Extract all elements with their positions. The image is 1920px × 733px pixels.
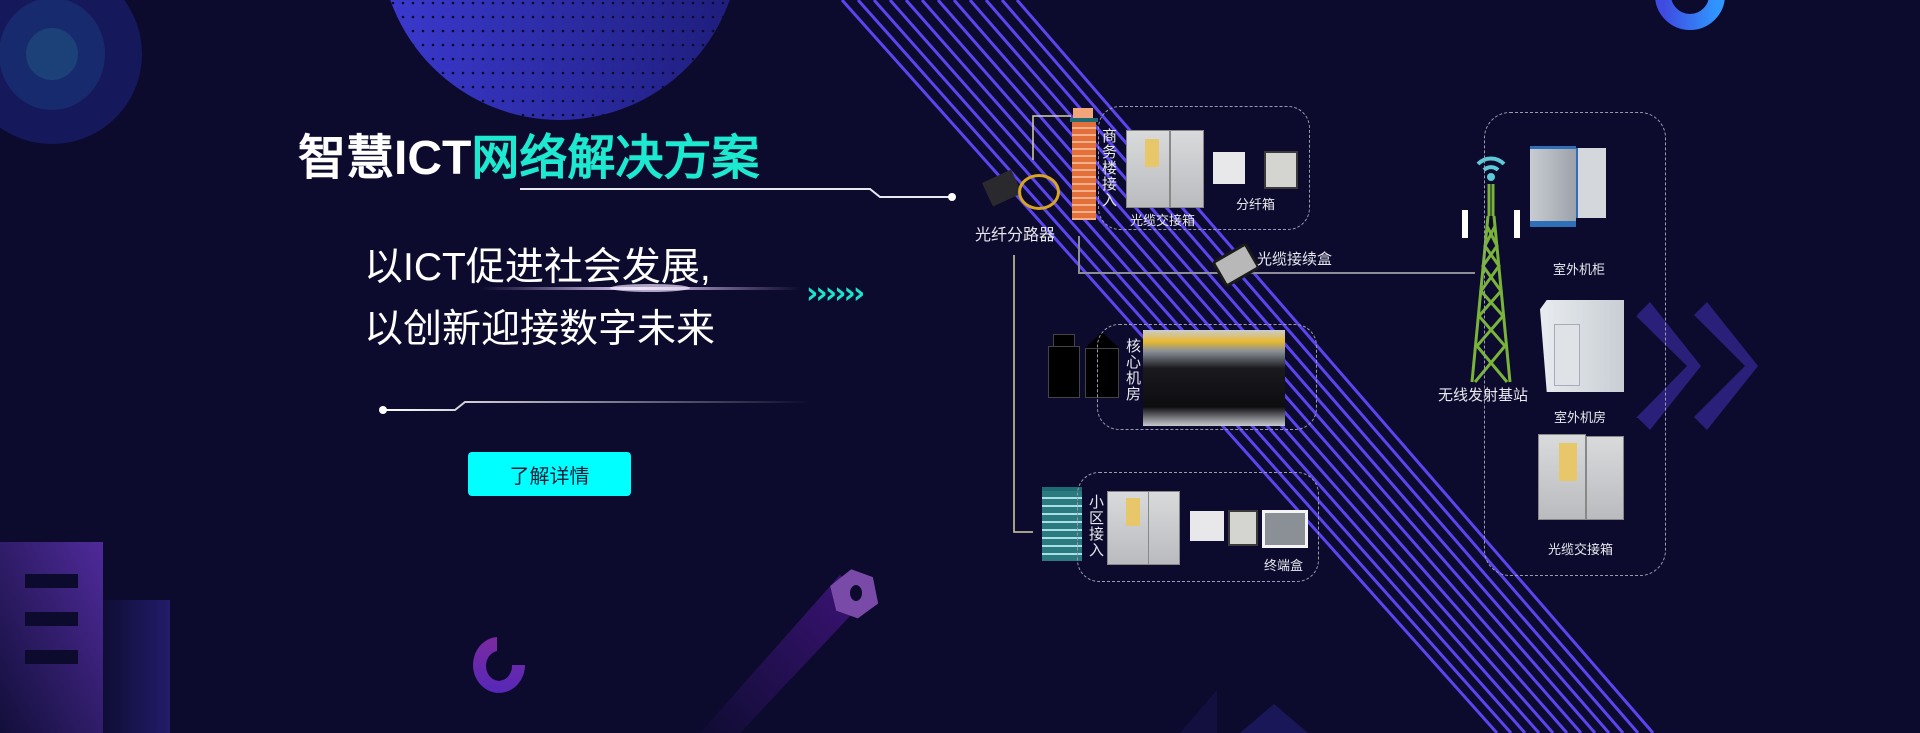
subtitle-line2: 以创新迎接数字未来 — [364, 308, 716, 351]
page-title: 智慧ICT网络解决方案 — [298, 118, 759, 188]
title-underline — [520, 188, 956, 201]
ring-decoration — [1655, 0, 1725, 30]
learn-more-button[interactable]: 了解详情 — [468, 452, 631, 496]
c-shape-decoration — [473, 637, 525, 693]
connector-lines — [1013, 115, 1071, 533]
subtitle-underline — [379, 401, 810, 414]
chevron-decoration — [1636, 302, 1758, 430]
title-white: 智慧ICT — [298, 132, 472, 185]
triangle-decoration — [1240, 704, 1308, 733]
connector-lines — [1078, 236, 1475, 274]
concentric-circle-decoration — [0, 0, 142, 144]
diagonal-stripes — [840, 0, 1655, 733]
dotted-circle-decoration — [390, 0, 730, 120]
subtitle-line1: 以ICT促进社会发展, — [364, 246, 711, 289]
chevron-arrows-icon: ›››››› — [806, 276, 865, 311]
wrench-decoration — [700, 569, 879, 733]
building-decoration — [0, 542, 170, 733]
triangle-decoration — [1180, 690, 1217, 733]
title-accent: 网络解决方案 — [471, 132, 760, 185]
